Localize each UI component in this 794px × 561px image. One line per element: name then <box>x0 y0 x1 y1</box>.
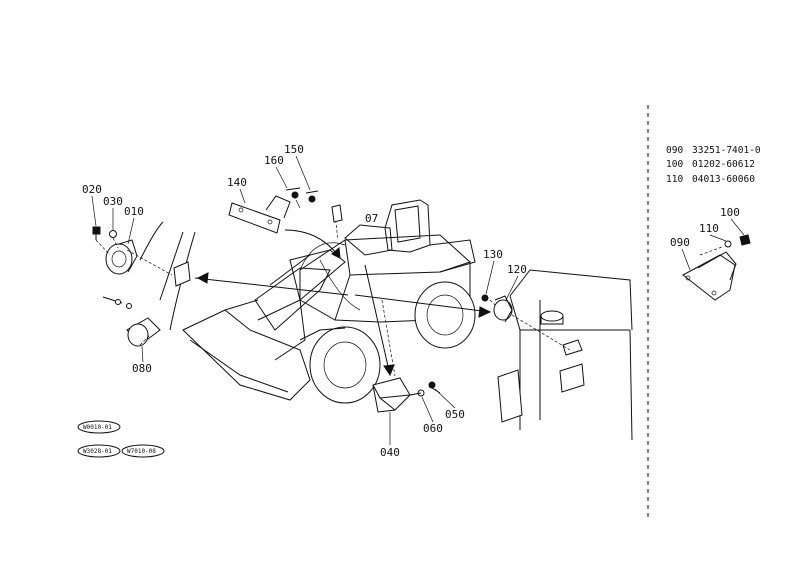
callout-leaders <box>91 155 745 445</box>
callout-100: 100 <box>720 206 740 219</box>
inset-relay-bracket <box>682 234 751 301</box>
callout-labels: 020 030 010 080 140 160 150 07 130 120 0… <box>82 143 740 459</box>
engine-bay <box>481 269 633 441</box>
parts-ref-2: 110 <box>666 174 683 185</box>
leader-arrows <box>194 264 492 377</box>
badge-1: W3028-01 <box>83 448 112 455</box>
callout-090: 090 <box>670 236 690 249</box>
badge-2: W7010-08 <box>127 448 156 455</box>
parts-ref-0: 090 <box>666 145 683 156</box>
horn-assembly <box>372 377 441 413</box>
badge-outline-2 <box>121 444 165 458</box>
parts-list: 090 33251-7401-0 100 01202-60612 110 040… <box>666 145 761 185</box>
badge-outline-0 <box>77 420 121 434</box>
parts-no-1: 01202-60612 <box>692 159 755 170</box>
callout-160: 160 <box>264 154 284 167</box>
callout-120: 120 <box>507 263 527 276</box>
badge-0: W0010-01 <box>83 424 112 431</box>
headlight-assembly <box>92 221 196 347</box>
loader-illustration <box>182 199 476 404</box>
callout-020: 020 <box>82 183 102 196</box>
parts-no-0: 33251-7401-0 <box>692 145 761 156</box>
callout-110: 110 <box>699 222 719 235</box>
callout-070: 07 <box>365 212 378 225</box>
callout-080: 080 <box>132 362 152 375</box>
bracket-assembly <box>228 187 343 259</box>
callout-130: 130 <box>483 248 503 261</box>
parts-ref-1: 100 <box>666 159 683 170</box>
callout-140: 140 <box>227 176 247 189</box>
callout-010: 010 <box>124 205 144 218</box>
callout-040: 040 <box>380 446 400 459</box>
callout-050: 050 <box>445 408 465 421</box>
badge-outline-1 <box>77 444 121 458</box>
callout-060: 060 <box>423 422 443 435</box>
callout-030: 030 <box>103 195 123 208</box>
callout-150: 150 <box>284 143 304 156</box>
parts-no-2: 04013-60060 <box>692 174 755 185</box>
model-badges: W0010-01 W3028-01 W7010-08 <box>77 420 165 458</box>
